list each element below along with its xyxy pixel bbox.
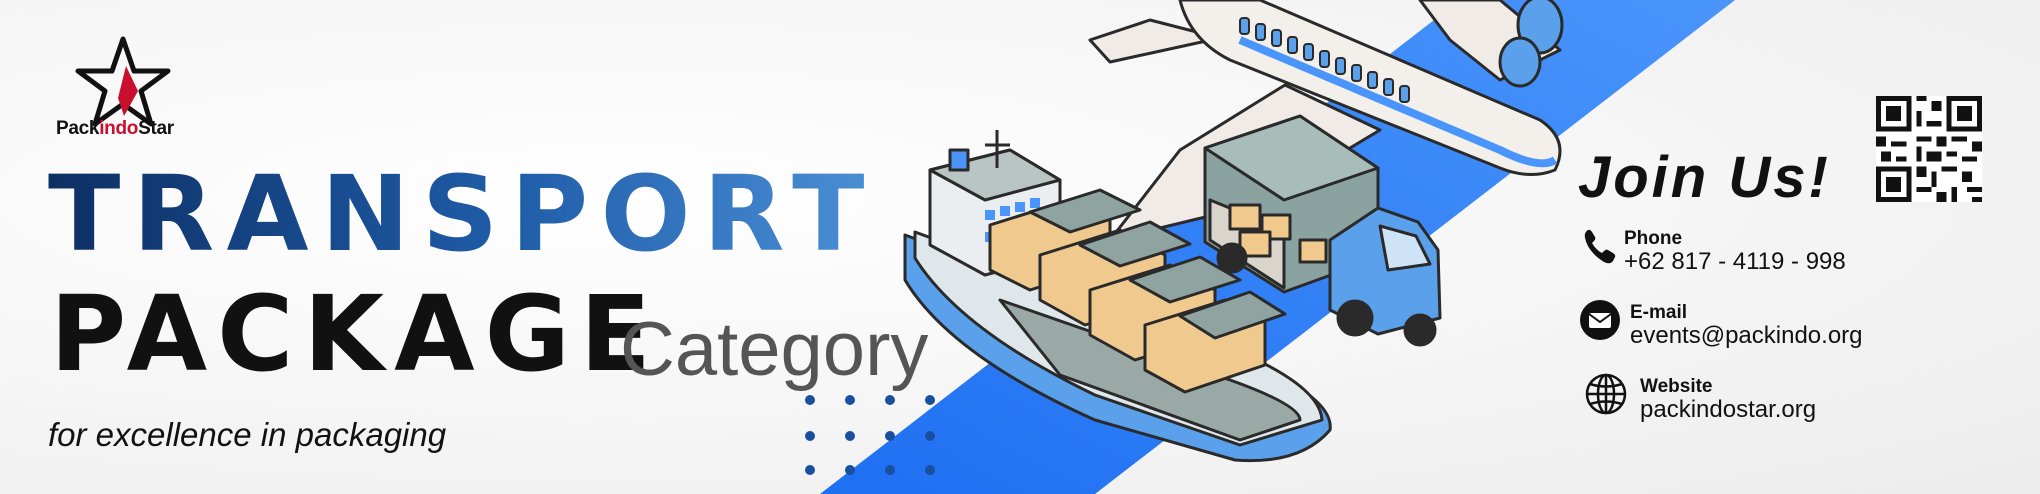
qr-code-icon[interactable] [1876, 96, 1982, 202]
contact-phone[interactable]: Phone +62 817 - 4119 - 998 [1578, 224, 1878, 280]
delivery-truck [1203, 114, 1442, 347]
email-label: E-mail [1630, 302, 1688, 323]
headline-line2: PACKAGE [50, 273, 661, 395]
brand-name-prefix: Pack [56, 118, 100, 139]
phone-value[interactable]: +62 817 - 4119 - 998 [1624, 248, 1846, 275]
email-value[interactable]: events@packindo.org [1630, 322, 1863, 349]
brand-logotype: PackindoStar [56, 118, 174, 140]
category-word: Category [620, 307, 929, 392]
contact-website[interactable]: Website packindostar.org [1584, 372, 1884, 428]
tagline: for excellence in packaging [48, 416, 447, 453]
contact-email[interactable]: E-mail events@packindo.org [1578, 298, 1878, 354]
brand-name-middle: indo [99, 118, 139, 139]
cargo-ship [903, 130, 1332, 463]
star-logo-icon [75, 36, 171, 127]
website-value[interactable]: packindostar.org [1640, 396, 1817, 423]
globe-icon [1585, 373, 1627, 415]
phone-icon [1584, 229, 1616, 264]
dot-grid [805, 395, 935, 475]
headline-line1: TRANSPORT [48, 162, 877, 266]
envelope-icon [1580, 300, 1620, 340]
headline-line1-text: TRANSPORT [48, 153, 877, 275]
brand-name-suffix: Star [138, 118, 174, 139]
join-us-heading: Join Us! [1578, 145, 1831, 210]
website-label: Website [1640, 376, 1713, 397]
phone-label: Phone [1624, 228, 1683, 249]
